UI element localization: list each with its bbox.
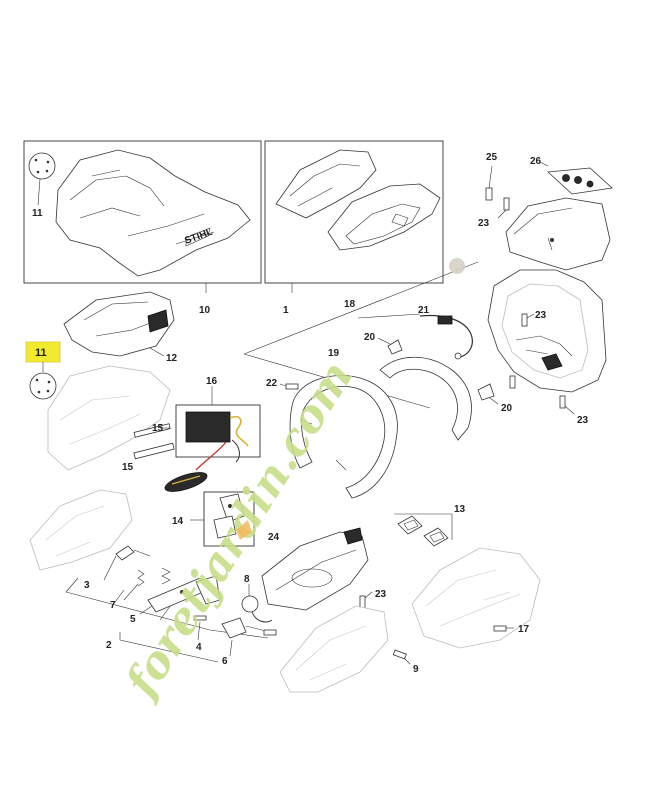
callout-12: 12: [166, 353, 178, 364]
base-tray-24[interactable]: [261, 527, 369, 611]
rubber-pad-b[interactable]: [423, 527, 449, 547]
callout-15-bottom: 15: [122, 462, 134, 473]
pin-4[interactable]: [193, 615, 207, 641]
spring-7[interactable]: [123, 567, 171, 601]
box-assembly-1: [264, 140, 444, 293]
clip-20-bottom[interactable]: [477, 383, 499, 405]
callout-11-top: 11: [32, 208, 43, 219]
switch-button-3[interactable]: [103, 545, 151, 581]
screw-23-handle[interactable]: [521, 313, 535, 327]
callout-24: 24: [268, 532, 280, 543]
callout-11-highlighted: 11: [35, 347, 47, 359]
housing-shell-right-top[interactable]: [275, 149, 441, 251]
upper-cover-12[interactable]: [63, 291, 175, 357]
watermark-accent: [236, 520, 252, 540]
watermark-dot: [449, 258, 465, 274]
callout-20-bottom: 20: [501, 403, 513, 414]
strip-15-bottom[interactable]: [133, 442, 175, 460]
callout-11-highlight[interactable]: 11: [25, 341, 61, 363]
ghost-housing-left: [47, 365, 171, 471]
screw-25[interactable]: [485, 165, 493, 201]
callout-10: 10: [199, 305, 211, 316]
loop-handle-19[interactable]: [289, 356, 472, 499]
rubber-pad-a[interactable]: [397, 515, 423, 535]
ghost-housing-right: [411, 547, 541, 649]
callout-25: 25: [486, 152, 498, 163]
screw-9[interactable]: [392, 649, 411, 665]
callout-6: 6: [222, 656, 228, 667]
control-board[interactable]: [185, 411, 249, 471]
box-assembly-14: [190, 491, 255, 547]
callout-18: 18: [344, 299, 356, 310]
screw-17[interactable]: [493, 625, 514, 632]
callout-19: 19: [328, 348, 340, 359]
gasket-disc-top[interactable]: [28, 152, 56, 206]
callout-16: 16: [206, 376, 218, 387]
callout-7: 7: [110, 600, 116, 611]
box-assembly-13: [394, 513, 453, 540]
switch-6[interactable]: [221, 617, 277, 657]
gasket-disc-highlighted[interactable]: [29, 362, 57, 400]
lever-part[interactable]: [195, 575, 221, 605]
ghost-cover-bottom: [279, 605, 389, 693]
callout-8: 8: [244, 574, 250, 585]
rear-handle-frame[interactable]: [487, 269, 607, 393]
callout-23-top: 23: [478, 218, 490, 229]
clip-20-top[interactable]: [377, 337, 403, 355]
callout-20-top: 20: [364, 332, 376, 343]
housing-shell-left[interactable]: STIHL: [55, 149, 251, 277]
switch-lever[interactable]: [213, 493, 245, 539]
motor-8[interactable]: [241, 584, 273, 623]
box-assembly-2: [65, 577, 269, 663]
callout-21: 21: [418, 305, 430, 316]
callout-22: 22: [266, 378, 278, 389]
connector-harness[interactable]: [163, 469, 209, 496]
cover-plate[interactable]: [505, 197, 611, 271]
callout-5: 5: [130, 614, 136, 625]
screw-23-top[interactable]: [497, 197, 510, 219]
callout-1: 1: [283, 305, 289, 316]
screw-22[interactable]: [279, 383, 299, 390]
cable-21[interactable]: [419, 314, 473, 360]
callout-26: 26: [530, 156, 542, 167]
callout-17: 17: [518, 624, 530, 635]
callout-23-handle: 23: [535, 310, 547, 321]
callout-23-lower: 23: [375, 589, 387, 600]
callout-13: 13: [454, 504, 466, 515]
box-assembly-10: [23, 140, 262, 293]
callout-15-top: 15: [152, 423, 164, 434]
callout-2: 2: [106, 640, 112, 651]
callout-14: 14: [172, 516, 184, 527]
callout-9: 9: [413, 664, 419, 675]
box-assembly-16: [175, 386, 261, 458]
label-sticker[interactable]: [539, 161, 613, 195]
callout-3: 3: [84, 580, 90, 591]
callout-4: 4: [196, 642, 202, 653]
strip-15-top[interactable]: [133, 423, 171, 438]
callout-23-bottom: 23: [577, 415, 589, 426]
ghost-housing-mid: [29, 489, 133, 571]
screw-23-lower[interactable]: [359, 591, 373, 609]
screw-23-bottom[interactable]: [509, 375, 575, 415]
